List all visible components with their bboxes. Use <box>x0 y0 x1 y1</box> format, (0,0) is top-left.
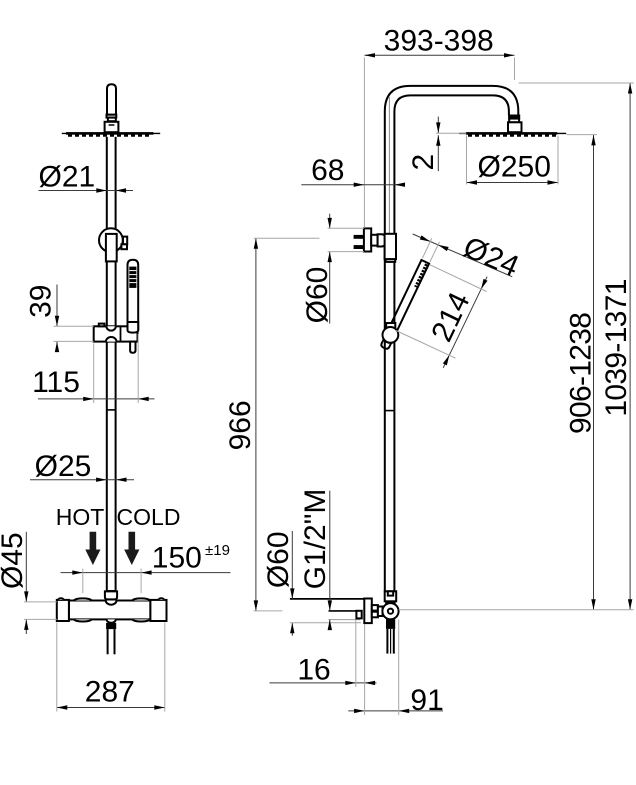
svg-text:2: 2 <box>407 154 440 171</box>
svg-text:39: 39 <box>25 285 58 318</box>
svg-text:Ø60: Ø60 <box>301 267 334 324</box>
svg-text:±19: ±19 <box>205 542 230 559</box>
svg-text:G1/2"M: G1/2"M <box>299 489 332 590</box>
svg-text:COLD: COLD <box>117 504 181 530</box>
svg-text:115: 115 <box>32 366 80 399</box>
svg-text:68: 68 <box>311 154 344 187</box>
svg-text:Ø21: Ø21 <box>39 160 96 193</box>
svg-text:91: 91 <box>410 684 443 717</box>
svg-text:906-1238: 906-1238 <box>565 312 598 434</box>
svg-text:150: 150 <box>152 541 202 574</box>
svg-text:Ø45: Ø45 <box>0 532 29 589</box>
svg-text:Ø60: Ø60 <box>262 531 295 588</box>
svg-text:393-398: 393-398 <box>384 25 494 58</box>
svg-text:1039-1371: 1039-1371 <box>600 279 633 417</box>
svg-text:HOT: HOT <box>56 504 105 530</box>
svg-text:16: 16 <box>297 654 330 687</box>
svg-text:Ø25: Ø25 <box>35 450 92 483</box>
svg-text:Ø250: Ø250 <box>478 151 551 184</box>
svg-text:966: 966 <box>224 400 257 450</box>
svg-text:287: 287 <box>85 676 135 709</box>
